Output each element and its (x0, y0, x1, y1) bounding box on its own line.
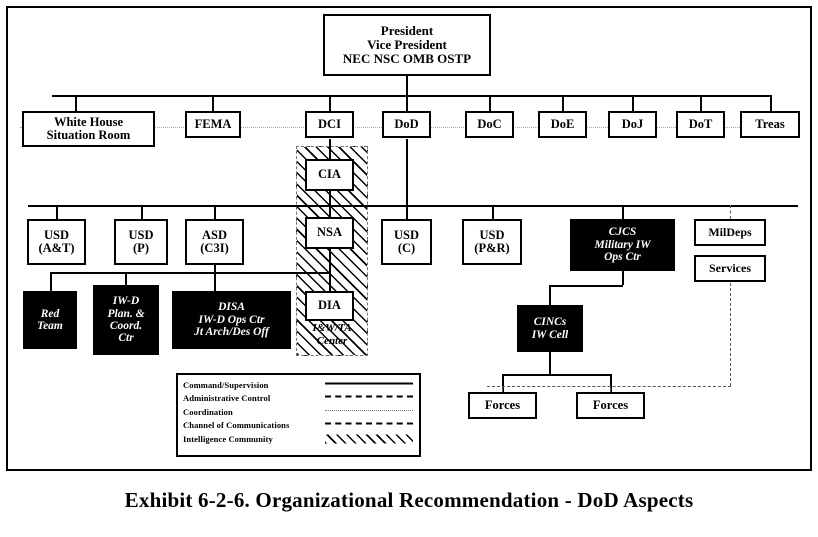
node-president[interactable]: President Vice President NEC NSC OMB OST… (323, 14, 491, 76)
legend-box: Command/Supervision Administrative Contr… (176, 373, 421, 457)
drop-fema (212, 95, 214, 111)
legend-row-channel: Channel of Communications (178, 419, 419, 433)
connector-dia-down (329, 272, 331, 291)
node-forces-left[interactable]: Forces (468, 392, 537, 419)
node-red-team[interactable]: Red Team (23, 291, 77, 349)
node-forces-right[interactable]: Forces (576, 392, 645, 419)
bus-cjcs-to-cincs (549, 285, 623, 287)
node-fema[interactable]: FEMA (185, 111, 241, 138)
node-usd-c[interactable]: USD (C) (381, 219, 432, 265)
drop-cjcs (622, 205, 624, 219)
bus-forces (502, 374, 610, 376)
legend-row-administrative: Administrative Control (178, 392, 419, 406)
node-disa[interactable]: DISA IW-D Ops Ctr Jt Arch/Des Off (172, 291, 291, 349)
node-doe[interactable]: DoE (538, 111, 587, 138)
node-usd-pr[interactable]: USD (P&R) (462, 219, 522, 265)
drop-doj (632, 95, 634, 111)
drop-doe (562, 95, 564, 111)
drop-dci (329, 95, 331, 111)
drop-cincs (549, 285, 551, 305)
node-asd-c3i[interactable]: ASD (C3I) (185, 219, 244, 265)
legend-sample-hatch-pattern (325, 434, 413, 444)
drop-usd-pr (492, 205, 494, 219)
drop-treas (770, 95, 772, 111)
admin-line-to-forces (487, 386, 731, 387)
drop-dot (700, 95, 702, 111)
node-treas[interactable]: Treas (740, 111, 800, 138)
node-dci[interactable]: DCI (305, 111, 354, 138)
drop-forces-left (502, 374, 504, 392)
legend-sample-solid-line (325, 382, 413, 393)
node-dia[interactable]: DIA (305, 291, 354, 321)
legend-row-command: Command/Supervision (178, 378, 419, 392)
legend-row-coordination: Coordination (178, 405, 419, 419)
bus-cabinet (52, 95, 772, 97)
bus-asd-children (50, 272, 330, 274)
admin-line-services-down (730, 268, 731, 386)
legend-sample-dotted-line (325, 409, 413, 420)
node-services[interactable]: Services (694, 255, 766, 282)
node-usd-at[interactable]: USD (A&T) (27, 219, 86, 265)
node-cincs-iw-cell[interactable]: CINCs IW Cell (517, 305, 583, 352)
node-dot[interactable]: DoT (676, 111, 725, 138)
node-usd-p[interactable]: USD (P) (114, 219, 168, 265)
node-mildeps[interactable]: MilDeps (694, 219, 766, 246)
connector-president-down (406, 75, 408, 95)
node-iwd-plan-coord-ctr[interactable]: IW-D Plan. & Coord. Ctr (93, 285, 159, 355)
node-cjcs-military-iw-ops-ctr[interactable]: CJCS Military IW Ops Ctr (570, 219, 675, 271)
drop-mildeps (730, 205, 731, 219)
drop-white-house (75, 95, 77, 111)
admin-line-forces-right-stub (610, 386, 611, 392)
drop-dod (406, 95, 408, 111)
connector-cincs-down (549, 352, 551, 374)
drop-forces-right (610, 374, 612, 392)
drop-asd-c3i (214, 205, 216, 219)
connector-dci-cia (329, 139, 331, 159)
node-doc[interactable]: DoC (465, 111, 514, 138)
drop-disa (214, 272, 216, 291)
legend-sample-dash-dot-line (325, 422, 413, 434)
node-doj[interactable]: DoJ (608, 111, 657, 138)
node-nsa[interactable]: NSA (305, 217, 354, 249)
figure-caption: Exhibit 6-2-6. Organizational Recommenda… (124, 488, 694, 512)
drop-usd-at (56, 205, 58, 219)
drop-usd-c (406, 205, 408, 219)
drop-red-team (50, 272, 52, 291)
node-dod[interactable]: DoD (382, 111, 431, 138)
legend-sample-dashed-line (325, 395, 413, 407)
node-cia[interactable]: CIA (305, 159, 354, 191)
drop-iwd-plan (125, 272, 127, 291)
connector-nsa-down (329, 249, 331, 272)
node-white-house-situation-room[interactable]: White House Situation Room (22, 111, 155, 147)
bus-osd (28, 205, 798, 207)
drop-doc (489, 95, 491, 111)
connector-cjcs-cincs (622, 271, 624, 285)
connector-dod-down (406, 139, 408, 205)
admin-line-forces-left-stub (502, 386, 503, 392)
label-iw-ta-center: I&W/TA Center (312, 322, 352, 347)
legend-row-intelligence: Intelligence Community (178, 432, 419, 446)
drop-usd-p (141, 205, 143, 219)
connector-cia-nsa (329, 191, 331, 217)
